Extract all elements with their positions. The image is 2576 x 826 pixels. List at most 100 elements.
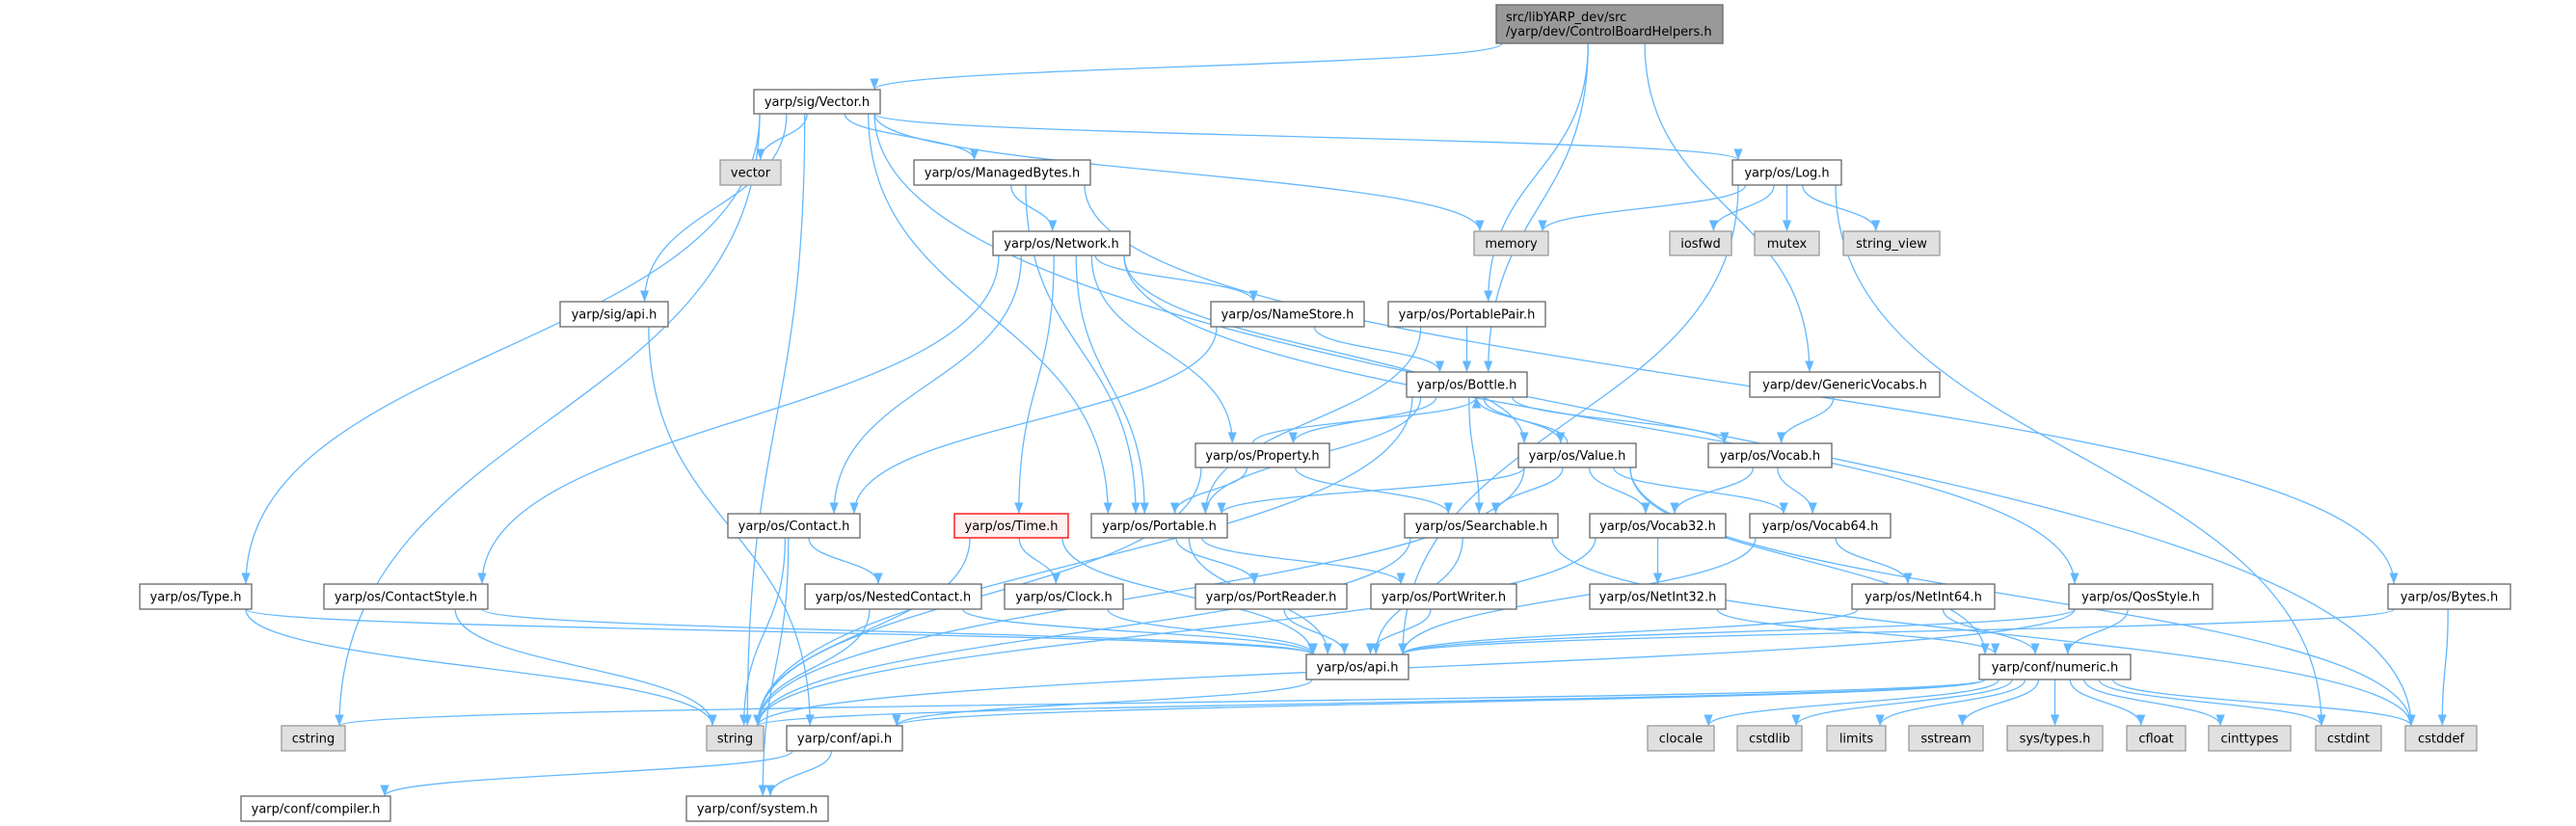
- edge-clock-to-osapi: [1107, 608, 1318, 655]
- node-sstream[interactable]: sstream: [1908, 725, 1984, 752]
- node-string[interactable]: string: [706, 725, 765, 752]
- edge-log-to-cstdint: [1835, 184, 2326, 727]
- node-netint64[interactable]: yarp/os/NetInt64.h: [1851, 583, 1996, 610]
- node-value[interactable]: yarp/os/Value.h: [1517, 442, 1637, 468]
- node-box: [1978, 653, 2132, 680]
- node-sigapi[interactable]: yarp/sig/api.h: [559, 301, 669, 328]
- node-iosfwd[interactable]: iosfwd: [1669, 230, 1732, 256]
- edge-numeric-to-cstddef: [2111, 679, 2416, 727]
- node-portwriter[interactable]: yarp/os/PortWriter.h: [1370, 583, 1517, 610]
- node-box: [1387, 301, 1546, 328]
- edge-searchable-to-cstddef: [1551, 537, 2416, 727]
- node-portreader[interactable]: yarp/os/PortReader.h: [1194, 583, 1348, 610]
- node-limits[interactable]: limits: [1826, 725, 1887, 752]
- edge-portable-to-portreader: [1175, 537, 1259, 585]
- node-osapi[interactable]: yarp/os/api.h: [1305, 653, 1409, 680]
- edge-vectorh-to-cstring: [335, 113, 761, 727]
- node-label: yarp/os/NestedContact.h: [816, 591, 972, 605]
- node-string_view[interactable]: string_view: [1842, 230, 1941, 256]
- node-label: string_view: [1856, 237, 1927, 252]
- node-qosstyle[interactable]: yarp/os/QosStyle.h: [2068, 583, 2214, 610]
- node-box: [1589, 583, 1727, 610]
- node-vocab[interactable]: yarp/os/Vocab.h: [1707, 442, 1833, 468]
- node-cinttypes[interactable]: cinttypes: [2208, 725, 2292, 752]
- node-label: clocale: [1659, 733, 1703, 747]
- node-label: sys/types.h: [2020, 733, 2091, 747]
- node-namestore[interactable]: yarp/os/NameStore.h: [1210, 301, 1365, 328]
- node-contact[interactable]: yarp/os/Contact.h: [727, 513, 861, 539]
- node-portable[interactable]: yarp/os/Portable.h: [1090, 513, 1228, 539]
- edge-numeric-to-cinttypes: [2083, 679, 2225, 727]
- node-clock[interactable]: yarp/os/Clock.h: [1004, 583, 1124, 610]
- edge-vectorh-to-log: [873, 113, 1743, 161]
- node-systypes[interactable]: sys/types.h: [2006, 725, 2104, 752]
- node-cfloat[interactable]: cfloat: [2126, 725, 2187, 752]
- node-mutex[interactable]: mutex: [1754, 230, 1820, 256]
- node-memory[interactable]: memory: [1473, 230, 1549, 256]
- edge-log-to-iosfwd: [1708, 184, 1775, 232]
- edge-namestore-to-contact: [849, 326, 1218, 515]
- edge-qosstyle-to-osapi: [1398, 608, 2076, 655]
- node-compiler[interactable]: yarp/conf/compiler.h: [240, 795, 391, 822]
- node-root[interactable]: src/libYARP_dev/src/yarp/dev/ControlBoar…: [1495, 4, 1724, 44]
- edge-numeric-to-limits: [1875, 679, 2026, 727]
- node-cstdint[interactable]: cstdint: [2315, 725, 2382, 752]
- node-box: [992, 230, 1131, 256]
- node-bytes[interactable]: yarp/os/Bytes.h: [2387, 583, 2511, 610]
- node-label: yarp/conf/numeric.h: [1992, 661, 2119, 676]
- node-bottle[interactable]: yarp/os/Bottle.h: [1406, 371, 1528, 398]
- node-system[interactable]: yarp/conf/system.h: [685, 795, 829, 822]
- node-box: [281, 725, 346, 752]
- node-label: sstream: [1920, 733, 1971, 747]
- node-log[interactable]: yarp/os/Log.h: [1731, 159, 1842, 186]
- node-cstring[interactable]: cstring: [281, 725, 346, 752]
- node-network[interactable]: yarp/os/Network.h: [992, 230, 1131, 256]
- node-label: yarp/os/Bytes.h: [2401, 591, 2499, 605]
- node-genericvocabs[interactable]: yarp/dev/GenericVocabs.h: [1749, 371, 1941, 398]
- node-vocab64[interactable]: yarp/os/Vocab64.h: [1749, 513, 1892, 539]
- edge-log-to-string_view: [1802, 184, 1881, 232]
- edge-numeric-to-clocale: [1704, 679, 1999, 727]
- node-vectorh[interactable]: yarp/sig/Vector.h: [753, 89, 881, 115]
- node-label: limits: [1839, 733, 1874, 747]
- node-box: [1908, 725, 1984, 752]
- node-box: [323, 583, 489, 610]
- edge-vectorh-to-cstddef: [873, 113, 2416, 727]
- node-portablepair[interactable]: yarp/os/PortablePair.h: [1387, 301, 1546, 328]
- node-cstdlib[interactable]: cstdlib: [1736, 725, 1803, 752]
- node-box: [1669, 230, 1732, 256]
- node-box: [2126, 725, 2187, 752]
- edge-confapi-to-system: [765, 750, 833, 797]
- edge-netint64-to-osapi: [1398, 608, 1859, 655]
- node-box: [139, 583, 253, 610]
- node-contactstyle[interactable]: yarp/os/ContactStyle.h: [323, 583, 489, 610]
- node-managed[interactable]: yarp/os/ManagedBytes.h: [913, 159, 1091, 186]
- node-time[interactable]: yarp/os/Time.h: [953, 513, 1069, 539]
- node-confapi[interactable]: yarp/conf/api.h: [786, 725, 903, 752]
- node-netint32[interactable]: yarp/os/NetInt32.h: [1589, 583, 1727, 610]
- node-clocale[interactable]: clocale: [1647, 725, 1715, 752]
- node-label: yarp/os/Type.h: [150, 591, 242, 605]
- edge-namestore-to-bottle: [1313, 326, 1445, 373]
- edge-type-to-string: [245, 608, 717, 727]
- node-numeric[interactable]: yarp/conf/numeric.h: [1978, 653, 2132, 680]
- node-box: [1090, 513, 1228, 539]
- node-label: yarp/os/ManagedBytes.h: [925, 167, 1080, 181]
- node-property[interactable]: yarp/os/Property.h: [1194, 442, 1330, 468]
- node-box: [1731, 159, 1842, 186]
- nodes-layer: src/libYARP_dev/src/yarp/dev/ControlBoar…: [139, 4, 2511, 822]
- edge-value-to-vocab64: [1613, 466, 1788, 515]
- node-label: cstddef: [2418, 733, 2465, 747]
- node-label: yarp/os/NameStore.h: [1221, 308, 1355, 323]
- node-label: /yarp/dev/ControlBoardHelpers.h: [1506, 25, 1712, 40]
- node-label: yarp/sig/Vector.h: [765, 95, 870, 110]
- node-searchable[interactable]: yarp/os/Searchable.h: [1404, 513, 1559, 539]
- node-nestedcontact[interactable]: yarp/os/NestedContact.h: [804, 583, 982, 610]
- node-type[interactable]: yarp/os/Type.h: [139, 583, 253, 610]
- node-cstddef[interactable]: cstddef: [2404, 725, 2478, 752]
- node-label: yarp/os/Property.h: [1205, 449, 1319, 464]
- node-vocab32[interactable]: yarp/os/Vocab32.h: [1589, 513, 1727, 539]
- node-box: [559, 301, 669, 328]
- node-vector[interactable]: vector: [719, 159, 782, 186]
- node-box: [2387, 583, 2511, 610]
